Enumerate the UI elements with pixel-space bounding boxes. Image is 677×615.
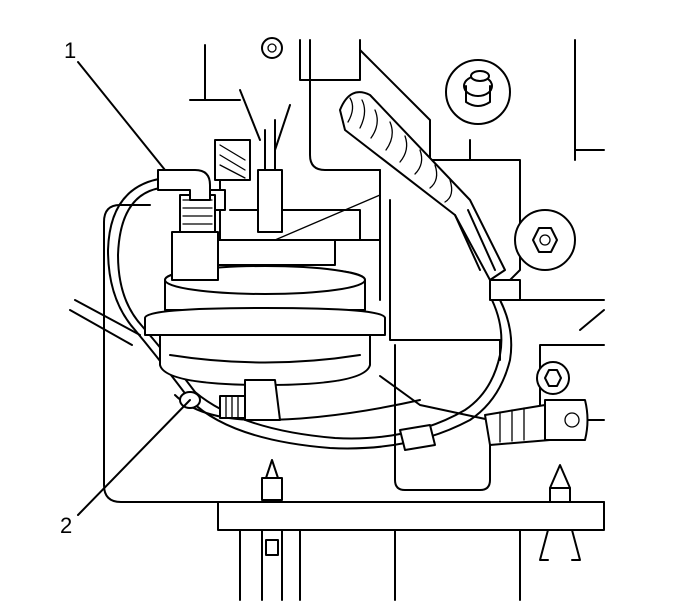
- wire-conduit: [339, 91, 521, 301]
- elbow-connector: [157, 169, 211, 201]
- leader-line-1: [77, 61, 166, 171]
- mounting-plate: [103, 204, 605, 531]
- callout-leaders: [77, 61, 191, 516]
- stud-top: [445, 59, 511, 125]
- wire-harness-lower: [174, 299, 513, 451]
- bolt-top-left: [261, 37, 283, 59]
- mounting-pins: [239, 459, 581, 601]
- bolt-right: [514, 209, 576, 271]
- bolt-right-lower: [536, 361, 570, 395]
- ground-eyelet: [484, 399, 589, 446]
- leader-line-2: [77, 399, 191, 516]
- callout-label-1: 1: [64, 38, 77, 63]
- hose-connector: [179, 379, 281, 421]
- callout-label-2: 2: [60, 513, 73, 538]
